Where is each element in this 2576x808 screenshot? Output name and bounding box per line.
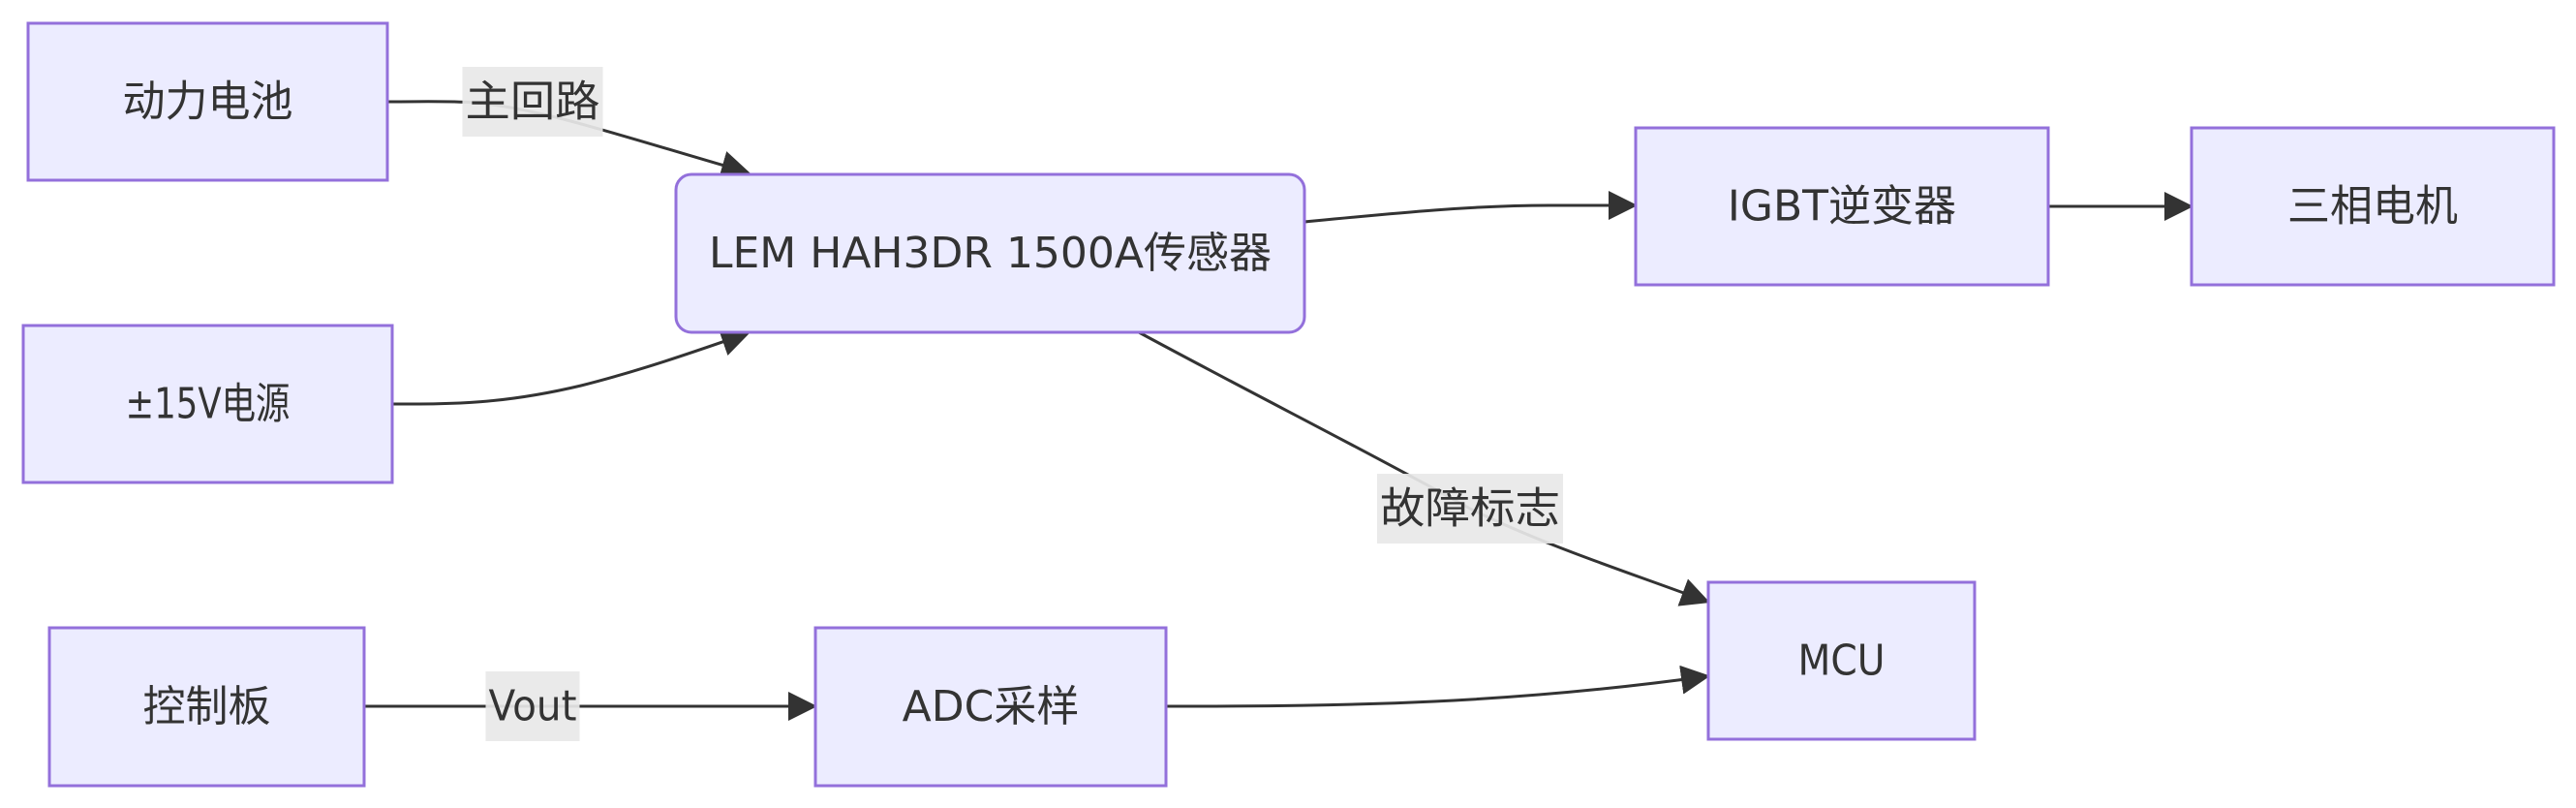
- edge-sensor-to-mcu: [1138, 330, 1710, 606]
- node-label: 三相电机: [2287, 182, 2458, 232]
- node-psu[interactable]: ±15V电源: [21, 324, 394, 484]
- node-label: ADC采样: [903, 682, 1080, 731]
- node-adc[interactable]: ADC采样: [813, 626, 1168, 788]
- node-igbt[interactable]: IGBT逆变器: [1634, 126, 2050, 287]
- node-label: 控制板: [143, 682, 271, 731]
- node-control[interactable]: 控制板: [47, 626, 366, 788]
- edge-label: 主回路: [462, 67, 603, 137]
- edge-adc-to-mcu: [1165, 665, 1710, 708]
- node-label: IGBT逆变器: [1728, 182, 1956, 232]
- node-label: ±15V电源: [126, 380, 291, 429]
- node-box[interactable]: [26, 21, 389, 182]
- node-motor[interactable]: 三相电机: [2190, 126, 2556, 287]
- edge-label: 故障标志: [1377, 474, 1563, 544]
- edge-label-text: Vout: [489, 682, 577, 731]
- node-box[interactable]: [1634, 126, 2050, 287]
- edge-psu-to-sensor: [391, 327, 751, 406]
- edge-label-background: [1377, 474, 1563, 544]
- edge-sensor-to-igbt: [1303, 191, 1638, 224]
- node-label: MCU: [1798, 637, 1886, 686]
- edge-label-text: 主回路: [466, 78, 600, 127]
- node-box[interactable]: [813, 626, 1168, 788]
- edge-label: Vout: [485, 671, 580, 741]
- node-mcu[interactable]: MCU: [1706, 580, 1977, 741]
- edge-label-background: [485, 671, 580, 741]
- edge-label-text: 故障标志: [1380, 484, 1560, 534]
- node-battery[interactable]: 动力电池: [26, 21, 389, 182]
- node-box[interactable]: [674, 172, 1306, 334]
- node-label: 动力电池: [123, 78, 293, 127]
- edge-label-background: [462, 67, 603, 137]
- node-box[interactable]: [2190, 126, 2556, 287]
- node-box[interactable]: [47, 626, 366, 788]
- node-label: LEM HAH3DR 1500A传感器: [709, 229, 1272, 278]
- node-sensor[interactable]: LEM HAH3DR 1500A传感器: [674, 172, 1306, 334]
- node-box[interactable]: [1706, 580, 1977, 741]
- node-box[interactable]: [21, 324, 394, 484]
